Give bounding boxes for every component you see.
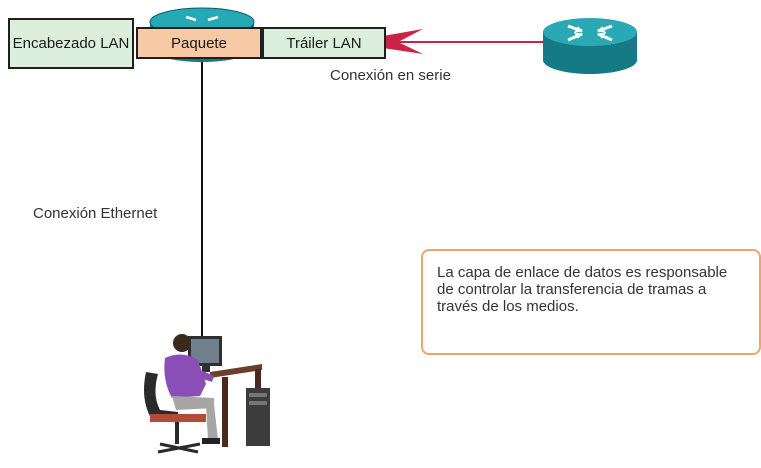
lan-header-box: Encabezado LAN [8, 18, 134, 69]
serial-connection-label: Conexión en serie [330, 67, 451, 84]
serial-lightning-icon [383, 29, 423, 54]
info-callout: La capa de enlace de datos es responsabl… [421, 249, 761, 355]
router-icon [543, 18, 637, 74]
ethernet-connection-label: Conexión Ethernet [33, 205, 158, 222]
lan-trailer-box: Tráiler LAN [262, 27, 386, 59]
packet-label: Paquete [171, 34, 227, 52]
info-callout-text: La capa de enlace de datos es responsabl… [437, 264, 728, 315]
packet-box: Paquete [136, 27, 262, 59]
lan-trailer-label: Tráiler LAN [286, 34, 362, 52]
workstation-user-icon [144, 334, 270, 454]
lan-header-label: Encabezado LAN [12, 35, 130, 52]
